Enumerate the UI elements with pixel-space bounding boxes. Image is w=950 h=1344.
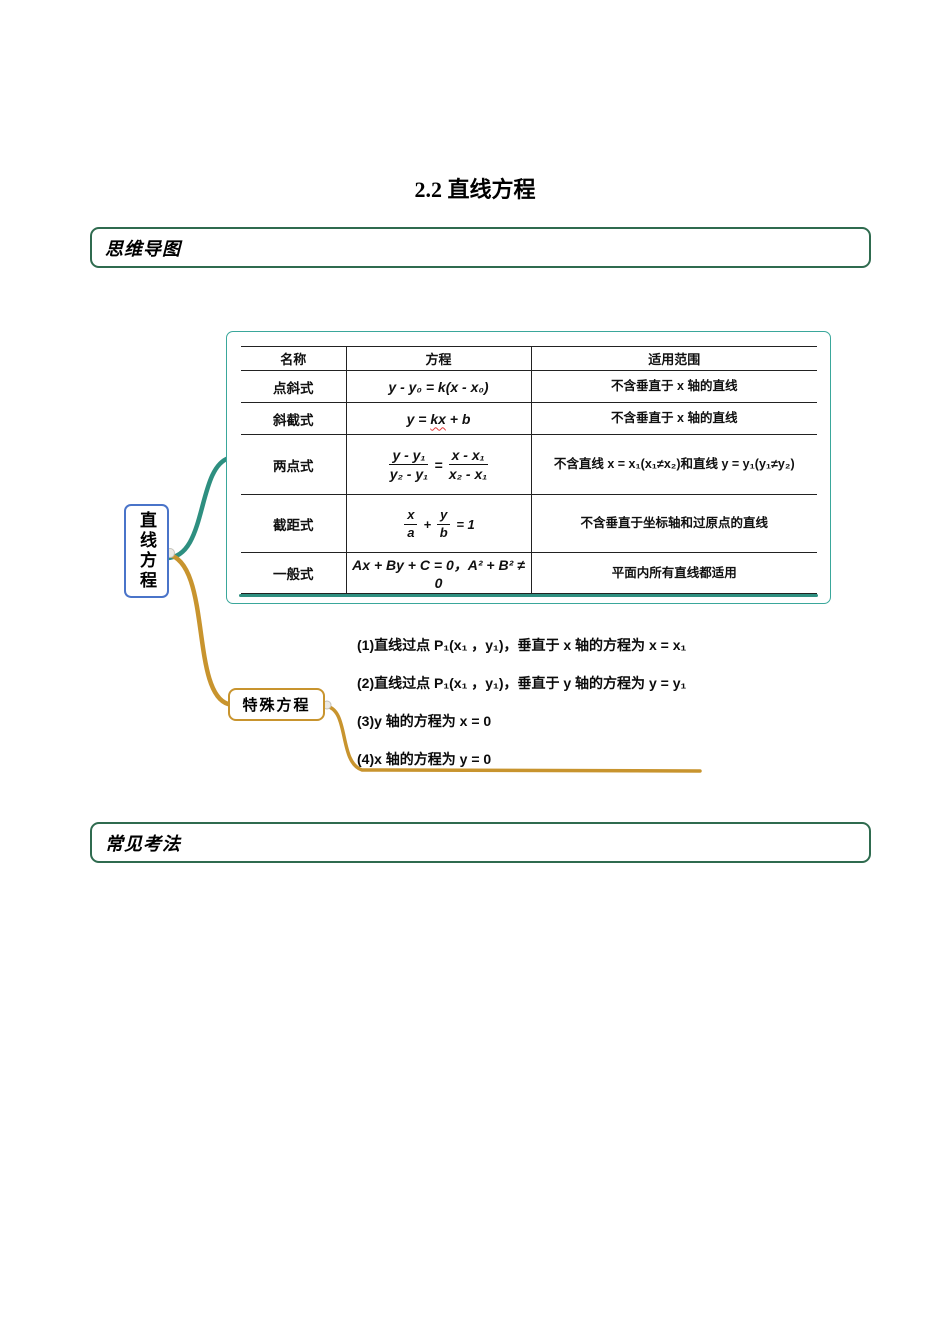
plus-sign: +	[423, 517, 432, 532]
name-cell: 斜截式	[241, 402, 346, 435]
equation-cell: Ax + By + C = 0，A² + B² ≠ 0	[345, 552, 531, 594]
page-title: 2.2 直线方程	[414, 177, 536, 202]
name-cell: 截距式	[241, 494, 346, 553]
special-node-label: 特殊方程	[242, 698, 311, 714]
equation-part: + b	[445, 410, 471, 427]
mindmap-diagram: 直线方程 名称 方程 适用范围 点斜式 y - y₀ = k(x - x₀) 不…	[0, 310, 950, 800]
list-item: (3)y 轴的方程为 x = 0	[357, 713, 492, 729]
root-node-label: 直线方程	[137, 511, 156, 591]
name-cell: 一般式	[241, 552, 346, 594]
table-row: 点斜式 y - y₀ = k(x - x₀) 不含垂直于 x 轴的直线	[241, 370, 817, 403]
section-mindmap-label: 思维导图	[105, 238, 181, 259]
header-equation: 方程	[345, 346, 531, 371]
teal-branch-curve	[162, 455, 232, 561]
list-item: (4)x 轴的方程为 y = 0	[357, 751, 492, 767]
section-kaofa-header: 常见考法	[90, 822, 871, 863]
scope-cell: 不含垂直于 x 轴的直线	[530, 402, 817, 435]
section-kaofa-label: 常见考法	[105, 833, 181, 854]
header-scope: 适用范围	[530, 346, 817, 371]
equation-part: y =	[406, 410, 431, 427]
special-equations-list: (1)直线过点 P₁(x₁ ，y₁)，垂直于 x 轴的方程为 x = x₁ (2…	[357, 634, 777, 786]
name-cell: 两点式	[241, 434, 346, 495]
gold-branch-curve	[164, 551, 231, 707]
table-branch-underline	[239, 593, 818, 597]
scope-cell: 不含垂直于 x 轴的直线	[530, 370, 817, 403]
scope-cell: 平面内所有直线都适用	[530, 552, 817, 594]
header-name: 名称	[241, 346, 346, 371]
equation-cell: y - y₀ = k(x - x₀)	[345, 370, 531, 403]
special-node: 特殊方程	[228, 688, 325, 721]
equals-sign: =	[434, 456, 443, 473]
equation-table: 名称 方程 适用范围 点斜式 y - y₀ = k(x - x₀) 不含垂直于 …	[241, 346, 817, 594]
table-row: 一般式 Ax + By + C = 0，A² + B² ≠ 0 平面内所有直线都…	[241, 552, 817, 594]
section-mindmap-header: 思维导图	[90, 227, 871, 268]
equation-part: = 1	[456, 517, 475, 532]
equation-part-wavy: kx	[430, 410, 446, 427]
equation-cell: y = kx + b	[345, 402, 531, 435]
list-item: (2)直线过点 P₁(x₁ ，y₁)，垂直于 y 轴的方程为 y = y₁	[357, 675, 687, 691]
name-cell: 点斜式	[241, 370, 346, 403]
table-header-row: 名称 方程 适用范围	[241, 346, 817, 371]
equation-table-panel: 名称 方程 适用范围 点斜式 y - y₀ = k(x - x₀) 不含垂直于 …	[226, 331, 831, 604]
scope-cell: 不含垂直于坐标轴和过原点的直线	[530, 494, 817, 553]
root-node: 直线方程	[124, 504, 169, 598]
scope-cell: 不含直线 x = x₁(x₁≠x₂)和直线 y = y₁(y₁≠y₂)	[530, 434, 817, 495]
table-row: 斜截式 y = kx + b 不含垂直于 x 轴的直线	[241, 402, 817, 435]
list-item: (1)直线过点 P₁(x₁ ，y₁)，垂直于 x 轴的方程为 x = x₁	[357, 637, 687, 653]
